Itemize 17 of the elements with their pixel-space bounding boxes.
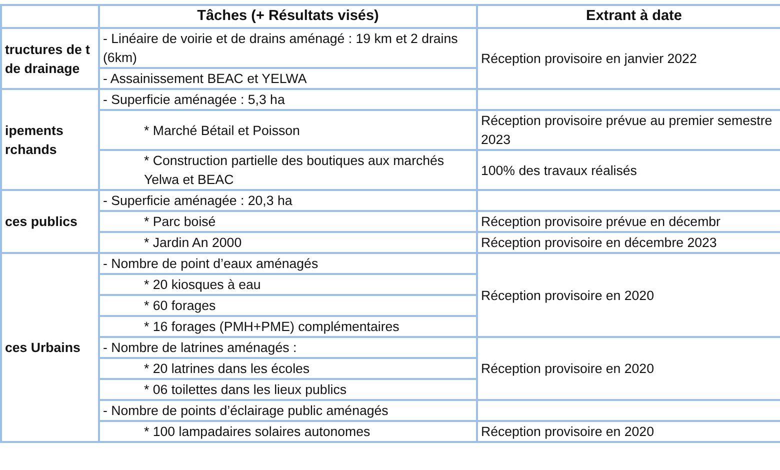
subtask-text: * Marché Bétail et Poisson [99, 110, 477, 150]
task-text: - Nombre de points d’éclairage public aménagés [99, 400, 477, 421]
column-header: Extrant à date [477, 5, 780, 28]
category-label: ipements rchands [1, 89, 99, 190]
task-text: - Superficie aménagée : 5,3 ha [99, 89, 477, 110]
subtask-text: * 100 lampadaires solaires autonomes [99, 421, 477, 442]
category-label: ces publics [1, 190, 99, 253]
task-text: - Linéaire de voirie et de drains aménagé : 19 km et 2 drains (6km) [99, 28, 477, 68]
subtask-text: * Parc boisé [99, 211, 477, 232]
category-label: tructures de t de drainage [1, 28, 99, 89]
task-text: - Nombre de latrines aménagés : [99, 337, 477, 358]
task-text: - Nombre de point d’eaux aménagés [99, 253, 477, 274]
subtask-text: * Jardin An 2000 [99, 232, 477, 253]
task-text: - Superficie aménagée : 20,3 ha [99, 190, 477, 211]
category-label: ces Urbains [1, 253, 99, 442]
column-header: Tâches (+ Résultats visés) [99, 5, 477, 28]
subtask-text: * Construction partielle des boutiques aux marchés Yelwa et BEAC [99, 150, 477, 190]
